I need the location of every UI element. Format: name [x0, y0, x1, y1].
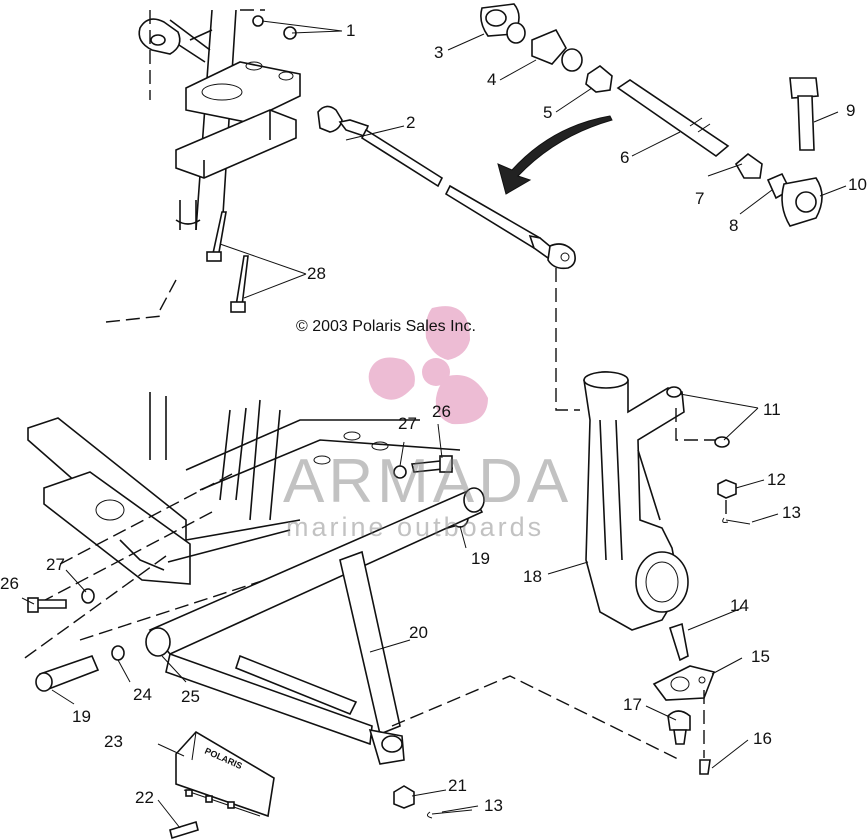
a-arm	[145, 487, 681, 819]
callout-6: 6	[620, 148, 630, 167]
callout-11: 11	[763, 400, 781, 419]
callout-27-right: 27	[398, 414, 417, 433]
callout-16: 16	[753, 729, 772, 748]
watermark-title: ARMADA	[283, 447, 573, 516]
vehicle-frame	[21, 392, 461, 661]
callout-10: 10	[848, 175, 867, 194]
callout-23: 23	[104, 732, 123, 751]
watermark-logo	[368, 306, 488, 425]
spindle	[583, 371, 751, 775]
callout-2: 2	[406, 113, 416, 132]
callout-19-left: 19	[72, 707, 91, 726]
callout-13-upper: 13	[782, 503, 801, 522]
callout-9: 9	[846, 101, 856, 120]
watermark-subtitle: marine outboards	[286, 512, 545, 542]
callout-18: 18	[523, 567, 542, 586]
copyright-notice: © 2003 Polaris Sales Inc.	[296, 318, 476, 335]
callout-19-right: 19	[471, 549, 490, 568]
callout-26-right: 26	[432, 402, 451, 421]
callout-8: 8	[729, 216, 739, 235]
callout-14: 14	[730, 596, 749, 615]
callout-15: 15	[751, 647, 770, 666]
steering-post-assembly	[105, 9, 301, 323]
callout-24: 24	[133, 685, 152, 704]
callout-1: 1	[346, 21, 356, 40]
callout-20: 20	[409, 623, 428, 642]
callout-leaders	[21, 20, 847, 829]
callout-27-left: 27	[46, 555, 65, 574]
callout-17: 17	[623, 695, 642, 714]
tie-rod-assembly	[317, 105, 580, 411]
callout-12: 12	[767, 470, 786, 489]
callout-28: 28	[307, 264, 326, 283]
callout-26-left: 26	[0, 574, 19, 593]
callout-7: 7	[695, 189, 705, 208]
callout-4: 4	[487, 70, 497, 89]
callout-25: 25	[181, 687, 200, 706]
callout-21: 21	[448, 776, 467, 795]
callout-3: 3	[434, 43, 444, 62]
a-arm-guard: POLARIS	[169, 730, 275, 840]
tie-rod-end-parts	[480, 3, 823, 227]
callout-5: 5	[543, 103, 553, 122]
callout-22: 22	[135, 788, 154, 807]
callout-13-lower: 13	[484, 796, 503, 815]
